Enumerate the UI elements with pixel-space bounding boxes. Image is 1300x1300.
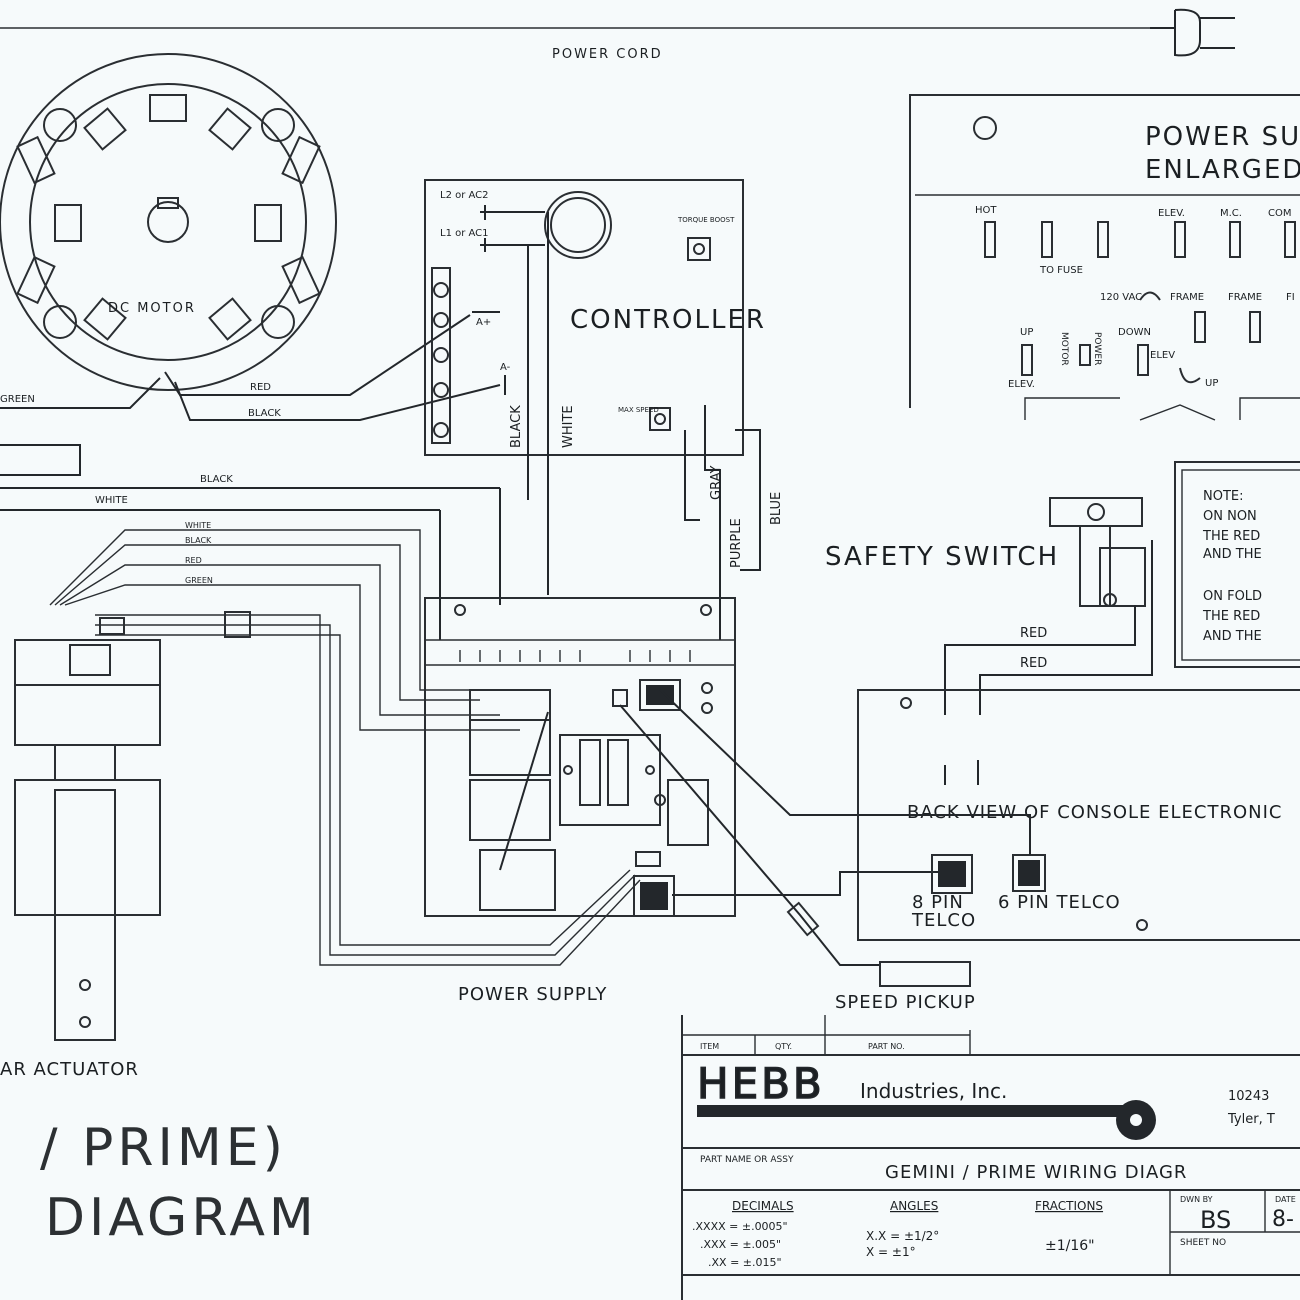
linear-actuator-label: AR ACTUATOR xyxy=(0,1059,139,1080)
controller-wire-black: BLACK xyxy=(509,405,524,448)
tb-date-label: DATE xyxy=(1275,1195,1296,1204)
note-line-2: THE RED xyxy=(1202,529,1260,544)
eight-pin-label: 8 PIN xyxy=(912,892,964,913)
tb-date: 8- xyxy=(1272,1207,1294,1232)
enlarged-power: POWER xyxy=(1092,332,1102,365)
tb-angles-2: X = ±1° xyxy=(866,1245,916,1259)
bundle-red: RED xyxy=(185,556,202,565)
note-line-6: THE RED xyxy=(1202,609,1260,624)
enlarged-up: UP xyxy=(1020,327,1033,338)
note-line-5: ON FOLD xyxy=(1203,589,1262,604)
linear-actuator: AR ACTUATOR xyxy=(0,611,641,1080)
note-line-0: NOTE: xyxy=(1203,489,1244,504)
tb-address-1: 10243 xyxy=(1228,1089,1269,1104)
note-line-7: AND THE xyxy=(1203,629,1262,644)
tb-address-2: Tyler, T xyxy=(1227,1112,1275,1127)
tb-qty: QTY. xyxy=(775,1042,792,1051)
enlarged-title-2: ENLARGED xyxy=(1145,155,1300,185)
input-wires: BLACK WHITE WHITE BLACK RED GREEN xyxy=(0,444,520,731)
controller-label: CONTROLLER xyxy=(570,305,766,335)
controller-wire-blue: BLUE xyxy=(769,492,784,525)
note-box: NOTE: ON NON THE RED AND THE ON FOLD THE… xyxy=(1174,461,1300,668)
power-supply: POWER SUPPLY xyxy=(424,597,940,1005)
tb-angles-label: ANGLES xyxy=(890,1199,938,1213)
controller-wire-white: WHITE xyxy=(561,405,576,448)
tb-part-name-label: PART NAME OR ASSY xyxy=(700,1155,794,1165)
tb-angles-1: X.X = ±1/2° xyxy=(866,1229,939,1243)
power-supply-label: POWER SUPPLY xyxy=(458,984,607,1005)
enlarged-frame-1: FRAME xyxy=(1170,292,1204,303)
console-electronics: BACK VIEW OF CONSOLE ELECTRONIC 8 PIN TE… xyxy=(857,689,1300,941)
torque-boost-label: TORQUE BOOST xyxy=(677,216,735,224)
tb-fractions-label: FRACTIONS xyxy=(1035,1199,1103,1213)
enlarged-hot: HOT xyxy=(975,205,997,216)
enlarged-frame-3: FI xyxy=(1286,292,1295,303)
speed-pickup: SPEED PICKUP xyxy=(835,961,976,1013)
tb-sheet-label: SHEET NO xyxy=(1180,1238,1226,1248)
safety-wire-red-1: RED xyxy=(1020,626,1047,641)
enlarged-elev-3: ELEV. xyxy=(1008,379,1035,390)
tb-decimals-1: .XXXX = ±.0005" xyxy=(692,1220,788,1233)
l1-ac1-label: L1 or AC1 xyxy=(440,228,489,239)
enlarged-vac: 120 VAC xyxy=(1100,292,1142,303)
enlarged-down: DOWN xyxy=(1118,327,1151,338)
input-wire-white: WHITE xyxy=(95,495,128,506)
bundle-black: BLACK xyxy=(185,536,212,545)
tb-fractions-1: ±1/16" xyxy=(1045,1238,1095,1254)
enlarged-mc: M.C. xyxy=(1220,208,1242,219)
note-line-3: AND THE xyxy=(1203,547,1262,562)
motor-wires: RED BLACK GREEN xyxy=(0,314,501,421)
controller-wire-gray: GRAY xyxy=(709,466,724,500)
power-cord-label: POWER CORD xyxy=(552,47,663,62)
enlarged-up-2: UP xyxy=(1205,378,1218,389)
speed-pickup-label: SPEED PICKUP xyxy=(835,992,976,1013)
bundle-white: WHITE xyxy=(185,521,211,530)
a-minus-label: A- xyxy=(500,362,511,373)
drawing-title-left: / PRIME) DIAGRAM xyxy=(40,1118,318,1248)
max-speed-label: MAX SPEED xyxy=(618,406,659,414)
tb-item: ITEM xyxy=(700,1042,719,1051)
enlarged-com: COM xyxy=(1268,208,1291,219)
tb-drawn-by: BS xyxy=(1200,1206,1231,1234)
note-line-1: ON NON xyxy=(1203,509,1257,524)
a-plus-label: A+ xyxy=(476,317,491,328)
wire-label-green: GREEN xyxy=(0,394,35,405)
enlarged-title-1: POWER SU xyxy=(1145,122,1300,152)
input-wire-black: BLACK xyxy=(200,474,233,485)
safety-wire-red-2: RED xyxy=(1020,656,1047,671)
dc-motor-label: DC MOTOR xyxy=(108,301,196,316)
title-diagram: DIAGRAM xyxy=(45,1188,318,1248)
controller: L2 or AC2 L1 or AC1 A+ A- CONTROLLER TOR… xyxy=(424,179,784,640)
tb-decimals-label: DECIMALS xyxy=(732,1199,794,1213)
enlarged-frame-2: FRAME xyxy=(1228,292,1262,303)
tb-company-logo: HEBB xyxy=(697,1059,825,1108)
tb-drawing-title: GEMINI / PRIME WIRING DIAGR xyxy=(885,1162,1187,1183)
back-view-label: BACK VIEW OF CONSOLE ELECTRONIC xyxy=(907,802,1282,823)
wire-label-black: BLACK xyxy=(248,408,281,419)
enlarged-to-fuse: TO FUSE xyxy=(1039,265,1083,276)
safety-switch-label: SAFETY SWITCH xyxy=(825,542,1059,572)
safety-switch: SAFETY SWITCH RED RED xyxy=(825,497,1153,715)
enlarged-elev: ELEV. xyxy=(1158,208,1185,219)
dc-motor: DC MOTOR xyxy=(0,53,337,391)
l2-ac2-label: L2 or AC2 xyxy=(440,190,489,201)
title-prime: / PRIME) xyxy=(40,1118,287,1178)
power-cord: POWER CORD xyxy=(0,8,1235,62)
tb-company-suffix: Industries, Inc. xyxy=(860,1079,1007,1103)
title-block: ITEM QTY. PART NO. HEBB Industries, Inc.… xyxy=(681,1015,1300,1300)
tb-decimals-2: .XXX = ±.005" xyxy=(700,1238,781,1251)
six-pin-telco-label: 6 PIN TELCO xyxy=(998,892,1121,913)
telco-label: TELCO xyxy=(911,910,976,931)
wire-label-red: RED xyxy=(250,382,271,393)
enlarged-elev-2: ELEV xyxy=(1150,350,1175,361)
controller-wire-purple: PURPLE xyxy=(729,518,744,568)
tb-part-no: PART NO. xyxy=(868,1042,905,1051)
power-supply-enlarged: POWER SU ENLARGED HOT ELEV. M.C. COM TO … xyxy=(909,94,1300,421)
tb-drawn-by-label: DWN BY xyxy=(1180,1195,1213,1204)
tb-decimals-3: .XX = ±.015" xyxy=(708,1256,782,1269)
enlarged-motor: MOTOR xyxy=(1059,332,1069,366)
bundle-green: GREEN xyxy=(185,576,213,585)
